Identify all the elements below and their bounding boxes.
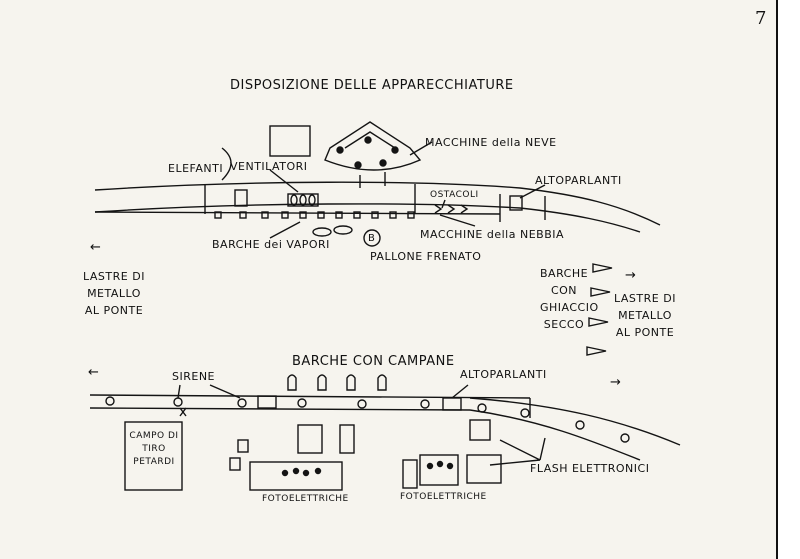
balloon-mark: B [368,233,376,244]
lower-leader-lines [177,384,546,466]
upper-leader-lines [269,141,546,239]
arrow-right-bottom: → [610,375,622,390]
upper-ship-outline [94,181,661,233]
lower-equipment-right [402,419,502,489]
arrow-right-top: → [625,268,637,283]
loudspeakers-bottom-label: ALTOPARLANTI [460,368,547,381]
page-number: 7 [755,8,767,29]
lower-equipment-left [179,407,355,491]
lower-ship-outline [89,394,681,461]
dry-ice-boats [586,263,613,356]
ventilators [234,189,523,211]
obstacles [434,204,469,214]
flash-label: FLASH ELETTRONICI [530,462,650,475]
ventilators-label: VENTILATORI [230,160,308,173]
fog-machines-label: MACCHINE della NEBBIA [420,228,565,241]
dry-ice-boats-label: BARCHE CON GHIACCIO SECCO [540,267,599,331]
photocells-left-label: FOTOELETTRICHE [262,494,349,504]
snow-machine-platform [269,121,422,188]
metal-sheets-left-label: LASTRE DI METALLO AL PONTE [83,270,145,317]
elephant-bracket [221,147,232,181]
petard-field-box [124,421,183,491]
arrow-left-top: ← [90,240,102,255]
diagram-title: DISPOSIZIONE DELLE APPARECCHIATURE [230,78,514,93]
equipment-layout-sketch [89,121,681,491]
metal-sheets-right-label: LASTRE DI METALLO AL PONTE [614,292,676,339]
petard-field-label: CAMPO DI TIRO PETARDI [129,431,179,467]
steam-boats [312,225,381,247]
arrow-left-bottom: ← [88,365,100,380]
binding-edge [776,0,800,559]
bell-boats-label: BARCHE CON CAMPANE [292,354,455,369]
snow-machines-label: MACCHINE della NEVE [425,136,557,149]
bell-boats [287,374,387,391]
obstacles-label: OSTACOLI [430,190,479,200]
steam-boats-label: BARCHE dei VAPORI [212,238,330,251]
fog-machine-row [214,211,415,219]
photocells-right-label: FOTOELETTRICHE [400,492,487,502]
sirens-label: SIRENE [172,370,215,383]
loudspeakers-top-label: ALTOPARLANTI [535,174,622,187]
elephants-label: ELEFANTI [168,162,224,175]
tethered-balloon-label: PALLONE FRENATO [370,250,482,263]
